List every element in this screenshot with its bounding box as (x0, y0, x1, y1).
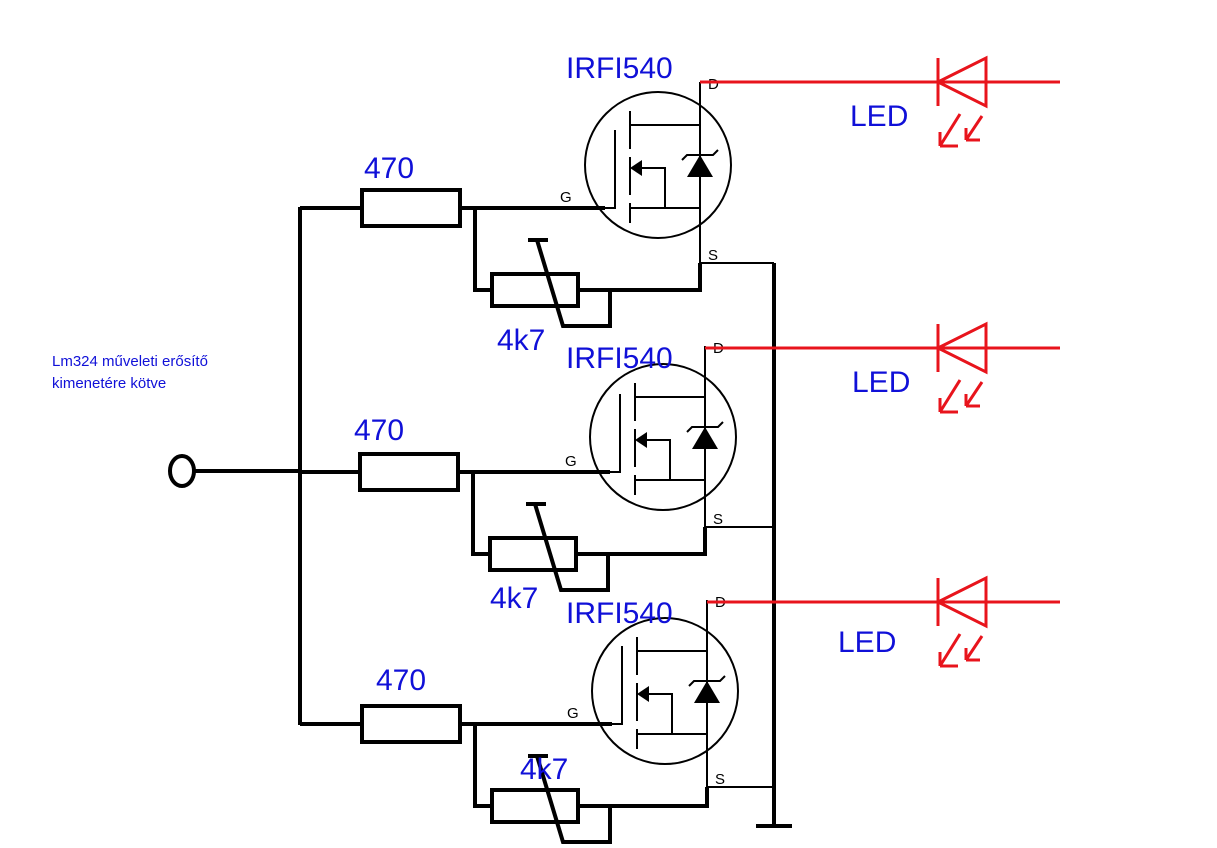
trimmer-to-source-wire (578, 787, 709, 808)
gate-resistor (358, 452, 460, 492)
trimmer-branch-wire (473, 208, 492, 292)
pin-label-gate: G (565, 453, 577, 470)
led-icon (934, 575, 988, 629)
gate-resistor (360, 704, 462, 744)
transistor-label: IRFI540 (566, 52, 673, 85)
light-arrow-icon (938, 113, 962, 148)
trimmer-label: 4k7 (497, 324, 545, 357)
trimmer-resistor (490, 272, 580, 308)
gate-resistor-label: 470 (364, 152, 414, 185)
mosfet-arrow-icon (637, 686, 649, 702)
pin-label-gate: G (560, 189, 572, 206)
pin-label-source: S (715, 771, 725, 788)
body-diode-icon (687, 155, 713, 177)
gate-lead (610, 394, 621, 473)
input-terminal-icon (168, 454, 196, 488)
transistor-label: IRFI540 (566, 597, 673, 630)
zener-bar (686, 421, 724, 433)
gate-resistor (360, 188, 462, 228)
gate-resistor-label: 470 (376, 664, 426, 697)
trimmer-branch-wire (471, 472, 490, 556)
trimmer-resistor (490, 788, 580, 824)
transistor-label: IRFI540 (566, 342, 673, 375)
pin-label-source: S (708, 247, 718, 264)
gate-resistor-label: 470 (354, 414, 404, 447)
mosfet-body-lead (640, 439, 671, 480)
mosfet-body-icon (591, 617, 739, 765)
led-icon (934, 55, 988, 109)
pin-label-source: S (713, 511, 723, 528)
led-label: LED (852, 366, 910, 399)
light-arrow-icon (964, 381, 984, 408)
mosfet-body-icon (589, 363, 737, 511)
trimmer-wiper (535, 239, 612, 328)
trimmer-to-source-wire (576, 527, 707, 556)
trimmer-wiper (535, 755, 612, 844)
mosfet-body-lead (635, 167, 666, 208)
light-arrow-icon (964, 115, 984, 142)
trimmer-resistor (488, 536, 578, 572)
zener-bar (681, 149, 719, 161)
light-arrow-icon (964, 635, 984, 662)
mosfet-arrow-icon (630, 160, 642, 176)
trimmer-wiper (533, 503, 610, 592)
gate-lead (612, 646, 623, 725)
zener-bar (688, 675, 726, 687)
led-icon (934, 321, 988, 375)
trimmer-branch-wire (473, 724, 492, 808)
pin-label-gate: G (567, 705, 579, 722)
input-note-line1: Lm324 műveleti erősítő (52, 353, 208, 370)
body-diode-icon (694, 681, 720, 703)
mosfet-body-icon (584, 91, 732, 239)
trimmer-label: 4k7 (490, 582, 538, 615)
pin-label-drain: D (708, 76, 719, 93)
light-arrow-icon (938, 633, 962, 668)
trimmer-to-source-wire (578, 263, 702, 292)
body-diode-icon (692, 427, 718, 449)
light-arrow-icon (938, 379, 962, 414)
led-label: LED (850, 100, 908, 133)
stages: GDS4704k7IRFI540LEDGDS4704k7IRFI540LEDGD… (300, 52, 1060, 844)
mosfet-arrow-icon (635, 432, 647, 448)
gate-lead (605, 130, 616, 209)
trimmer-label: 4k7 (520, 753, 568, 786)
led-label: LED (838, 626, 896, 659)
input-note-line2: kimenetére kötve (52, 375, 166, 392)
mosfet-body-lead (642, 693, 673, 734)
